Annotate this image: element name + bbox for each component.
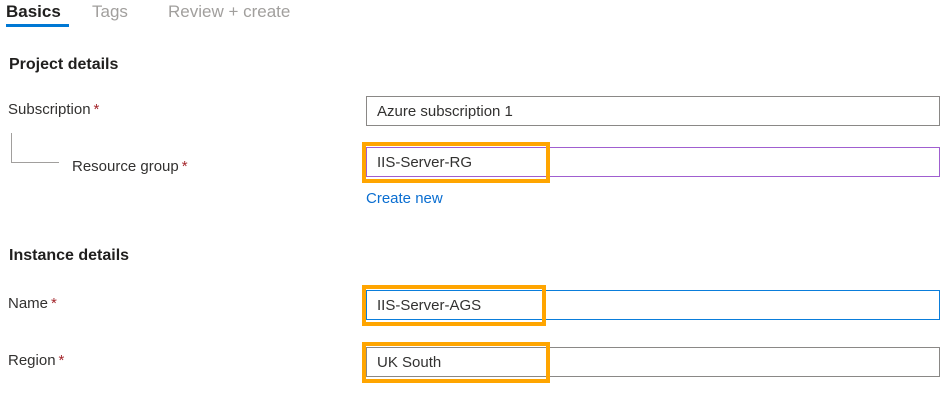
required-asterisk-subscription: * <box>93 101 100 118</box>
required-asterisk-resource-group: * <box>181 158 188 175</box>
tab-basics[interactable]: Basics <box>6 2 61 21</box>
active-tab-indicator <box>6 24 69 27</box>
label-resource-group-text: Resource group <box>72 158 179 175</box>
subscription-select[interactable]: Azure subscription 1 <box>366 96 940 126</box>
tab-review-create[interactable]: Review + create <box>168 2 291 21</box>
required-asterisk-region: * <box>58 352 65 369</box>
name-value: IIS-Server-AGS <box>377 296 482 314</box>
label-subscription-text: Subscription <box>8 101 91 118</box>
required-asterisk-name: * <box>51 295 57 312</box>
label-subscription: Subscription* <box>8 101 99 118</box>
resource-group-select[interactable]: IIS-Server-RG <box>366 147 940 177</box>
name-input[interactable]: IIS-Server-AGS <box>366 290 940 320</box>
label-region-text: Region <box>8 352 56 369</box>
label-region: Region* <box>8 352 64 369</box>
region-value: UK South <box>377 353 442 371</box>
tab-strip: Basics Tags Review + create <box>0 0 940 30</box>
section-heading-instance-details: Instance details <box>9 247 130 264</box>
label-name: Name* <box>8 295 57 312</box>
tree-connector-line <box>11 133 59 163</box>
section-heading-project-details: Project details <box>9 56 119 73</box>
region-select[interactable]: UK South <box>366 347 940 377</box>
subscription-value: Azure subscription 1 <box>377 102 513 120</box>
create-new-resource-group-link[interactable]: Create new <box>366 190 443 207</box>
tab-tags[interactable]: Tags <box>92 2 128 21</box>
label-resource-group: Resource group* <box>72 158 188 175</box>
resource-group-value: IIS-Server-RG <box>377 153 473 171</box>
label-name-text: Name <box>8 295 49 312</box>
